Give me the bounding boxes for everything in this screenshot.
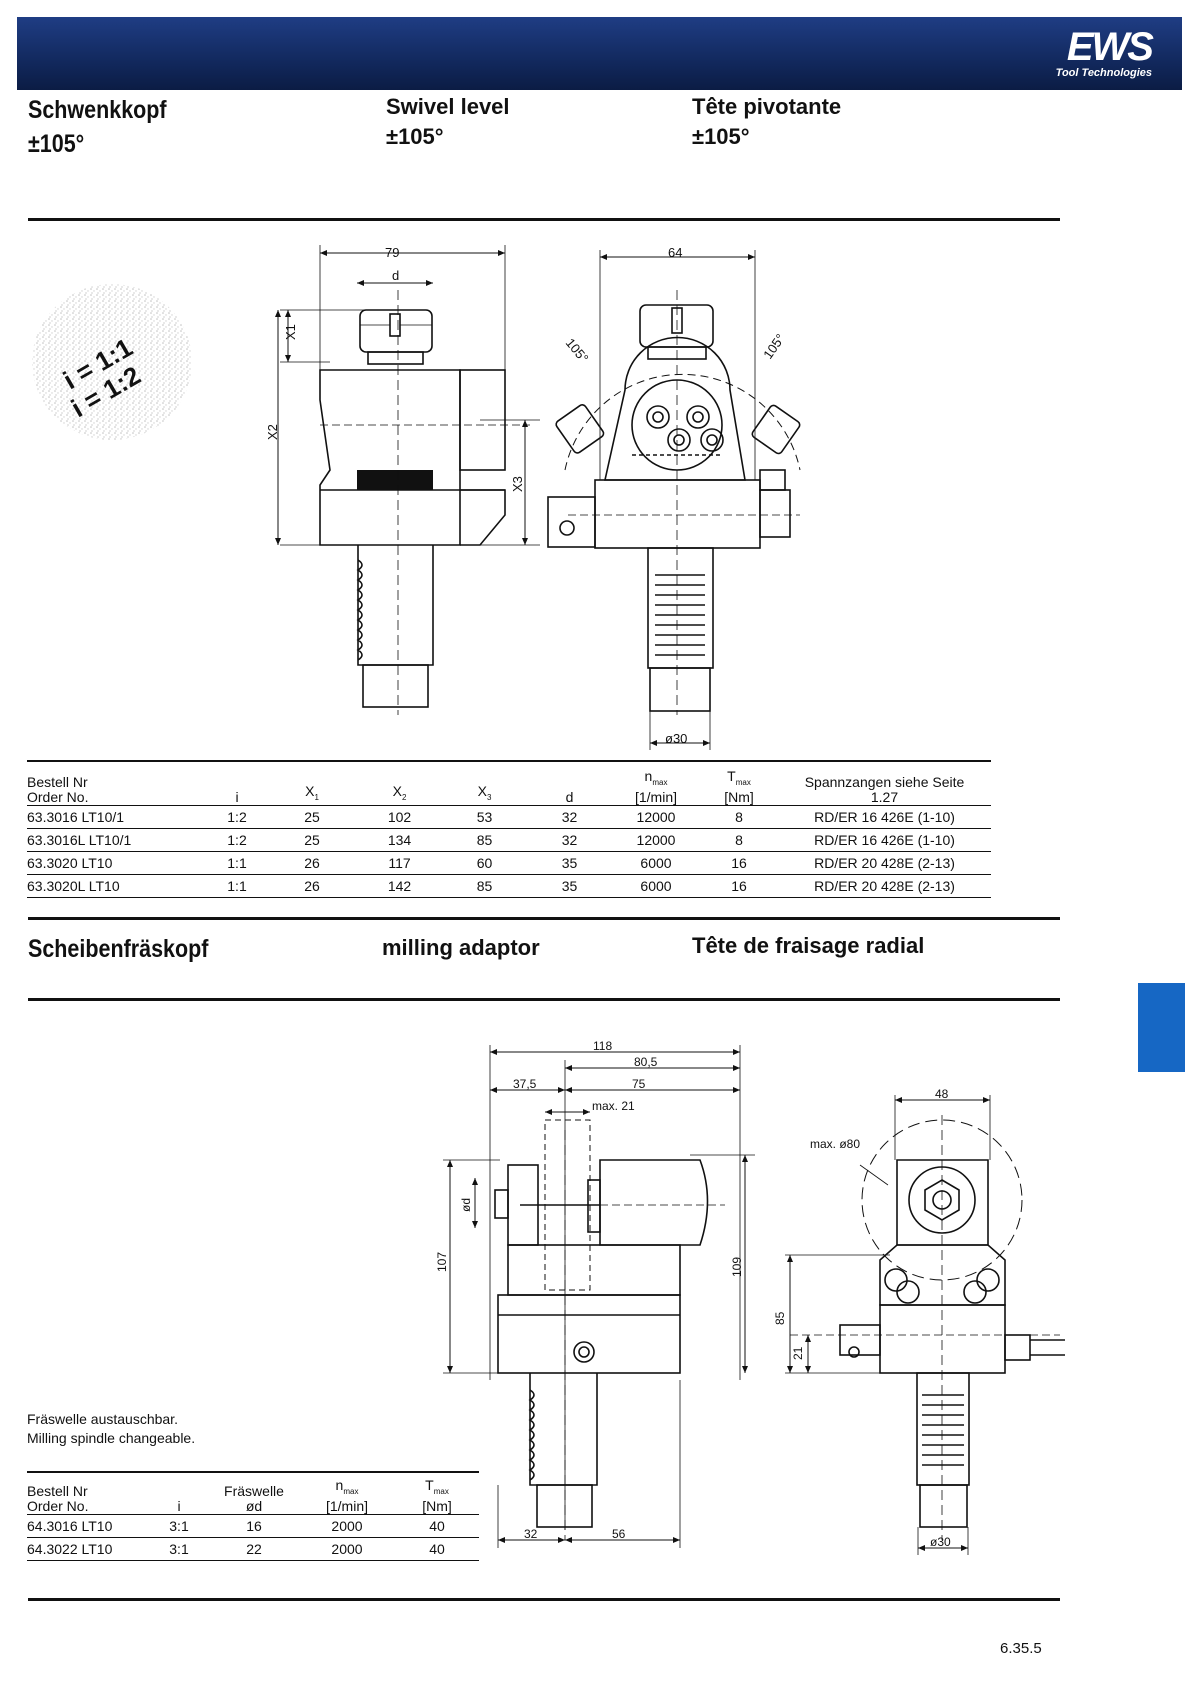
page-number: 6.35.5 xyxy=(1000,1640,1042,1657)
section1-angle-en: ±105° xyxy=(386,124,444,149)
dim-21: 21 xyxy=(791,1346,805,1360)
logo-subtitle: Tool Technologies xyxy=(1055,67,1152,79)
th-i: i xyxy=(207,760,267,805)
dim-x1: X1 xyxy=(283,324,298,340)
section2-title-en: milling adaptor xyxy=(382,935,540,960)
th-order-en: Order No. xyxy=(27,788,89,805)
section2-title-de: Scheibenfräskopf xyxy=(28,935,209,963)
dim-max21: max. 21 xyxy=(592,1099,635,1113)
dim-dia30-1: ø30 xyxy=(665,731,687,746)
dim-od: ød xyxy=(459,1198,473,1212)
milling-front-view xyxy=(785,1095,1065,1555)
logo-text: EWS xyxy=(1066,25,1154,69)
th-order-de: Bestell Nr xyxy=(27,773,88,790)
dim-48: 48 xyxy=(935,1087,949,1101)
th2-nmax: nmax[1/min] xyxy=(299,1471,395,1514)
section1-title-fr: Tête pivotante xyxy=(692,94,842,119)
dim-dia30-2: ø30 xyxy=(930,1535,951,1549)
dim-85: 85 xyxy=(773,1311,787,1325)
section1-angle-de: ±105° xyxy=(28,130,85,158)
note-de: Fräswelle austauschbar. xyxy=(27,1411,178,1427)
swivel-side-view xyxy=(275,245,540,715)
spindle-note: Fräswelle austauschbar. Milling spindle … xyxy=(27,1410,195,1448)
th-nmax: nmax[1/min] xyxy=(612,760,700,805)
section1-title-de: Schwenkkopf xyxy=(28,96,167,124)
th-tmax: Tmax[Nm] xyxy=(700,760,778,805)
th-x2: X2 xyxy=(357,760,442,805)
th2-order-en: Order No. xyxy=(27,1497,89,1514)
angle-left: 105° xyxy=(563,335,592,365)
dim-109: 109 xyxy=(730,1257,744,1277)
angle-right: 105° xyxy=(760,331,788,362)
dim-79: 79 xyxy=(385,245,399,260)
section2-top-rule xyxy=(28,917,1060,920)
section1-angle-fr: ±105° xyxy=(692,124,750,149)
dim-max80: max. ø80 xyxy=(810,1137,860,1151)
th2-i: i xyxy=(149,1471,209,1514)
ratio-stamp: i = 1:1 i = 1:2 xyxy=(32,284,192,440)
dim-32: 32 xyxy=(524,1527,538,1541)
th-x3: X3 xyxy=(442,760,527,805)
section2-title-fr: Tête de fraisage radial xyxy=(692,933,925,958)
swivel-front-view xyxy=(547,250,801,750)
dim-56: 56 xyxy=(612,1527,626,1541)
th2-tmax: Tmax[Nm] xyxy=(395,1471,479,1514)
th2-order-de: Bestell Nr xyxy=(27,1482,88,1499)
header-banner: EWS Tool Technologies xyxy=(17,17,1182,90)
section1-top-rule xyxy=(28,218,1060,221)
footer-rule xyxy=(28,1598,1060,1601)
section1-title-en: Swivel level xyxy=(386,94,510,119)
th-x1: X1 xyxy=(267,760,357,805)
milling-side-view xyxy=(443,1045,755,1548)
dim-x2: X2 xyxy=(265,424,280,440)
dim-64: 64 xyxy=(668,245,682,260)
note-en: Milling spindle changeable. xyxy=(27,1430,196,1446)
dim-37-5: 37,5 xyxy=(513,1077,537,1091)
dim-x3: X3 xyxy=(510,476,525,492)
ews-logo: EWS Tool Technologies xyxy=(1055,25,1154,79)
section2-bottom-rule xyxy=(28,998,1060,1001)
side-tab xyxy=(1138,983,1185,1072)
dim-107: 107 xyxy=(435,1252,449,1272)
dim-d: d xyxy=(392,268,399,283)
dim-118: 118 xyxy=(593,1039,612,1053)
th-d: d xyxy=(527,760,612,805)
dim-80-5: 80,5 xyxy=(634,1055,658,1069)
dim-75: 75 xyxy=(632,1077,646,1091)
